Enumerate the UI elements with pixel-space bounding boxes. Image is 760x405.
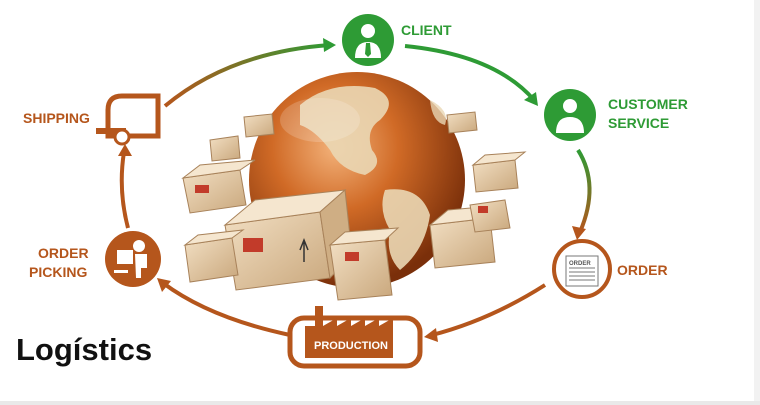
order-document-icon — [565, 255, 599, 287]
client-node — [342, 14, 394, 66]
order-picking-node — [105, 231, 161, 287]
page-title: Logístics — [16, 332, 153, 367]
order-picking-label-line1: ORDER — [38, 245, 89, 261]
arrow-shipping-to-client — [163, 38, 336, 108]
box-top-left — [243, 113, 275, 138]
worker-icon — [114, 240, 147, 278]
order-label: ORDER — [617, 262, 668, 278]
truck-icon — [96, 128, 131, 146]
box-left — [181, 159, 256, 214]
box-right-small — [469, 199, 511, 233]
client-label: CLIENT — [401, 22, 452, 38]
order-icon-text: ORDER — [569, 261, 591, 267]
factory-icon — [305, 306, 393, 358]
customer-service-label-line2: SERVICE — [608, 115, 670, 131]
box-far-right — [471, 151, 527, 193]
arrow-client-to-customer-service — [404, 44, 538, 106]
boxes-icon — [181, 111, 527, 301]
shipping-node — [96, 93, 161, 146]
production-node — [287, 306, 423, 369]
production-label: PRODUCTION — [314, 340, 388, 352]
person-icon — [556, 99, 584, 133]
box-left-small — [209, 135, 241, 162]
shipping-label: SHIPPING — [23, 110, 90, 126]
right-frame-edge — [754, 0, 760, 405]
bottom-frame-edge — [0, 401, 760, 405]
arrow-production-to-order-picking — [157, 278, 291, 337]
box-center — [328, 227, 400, 301]
arrow-order-picking-to-shipping — [118, 144, 132, 229]
box-top-right — [446, 111, 478, 134]
person-icon — [355, 24, 381, 58]
customer-service-node — [544, 89, 596, 141]
order-node — [552, 239, 612, 299]
box-large-front — [223, 188, 353, 291]
order-picking-label-line2: PICKING — [29, 264, 88, 280]
box-bottom-left — [183, 229, 245, 283]
customer-service-label-line1: CUSTOMER — [608, 96, 688, 112]
arrow-order-to-production — [424, 283, 547, 342]
arrow-customer-service-to-order — [572, 148, 592, 240]
